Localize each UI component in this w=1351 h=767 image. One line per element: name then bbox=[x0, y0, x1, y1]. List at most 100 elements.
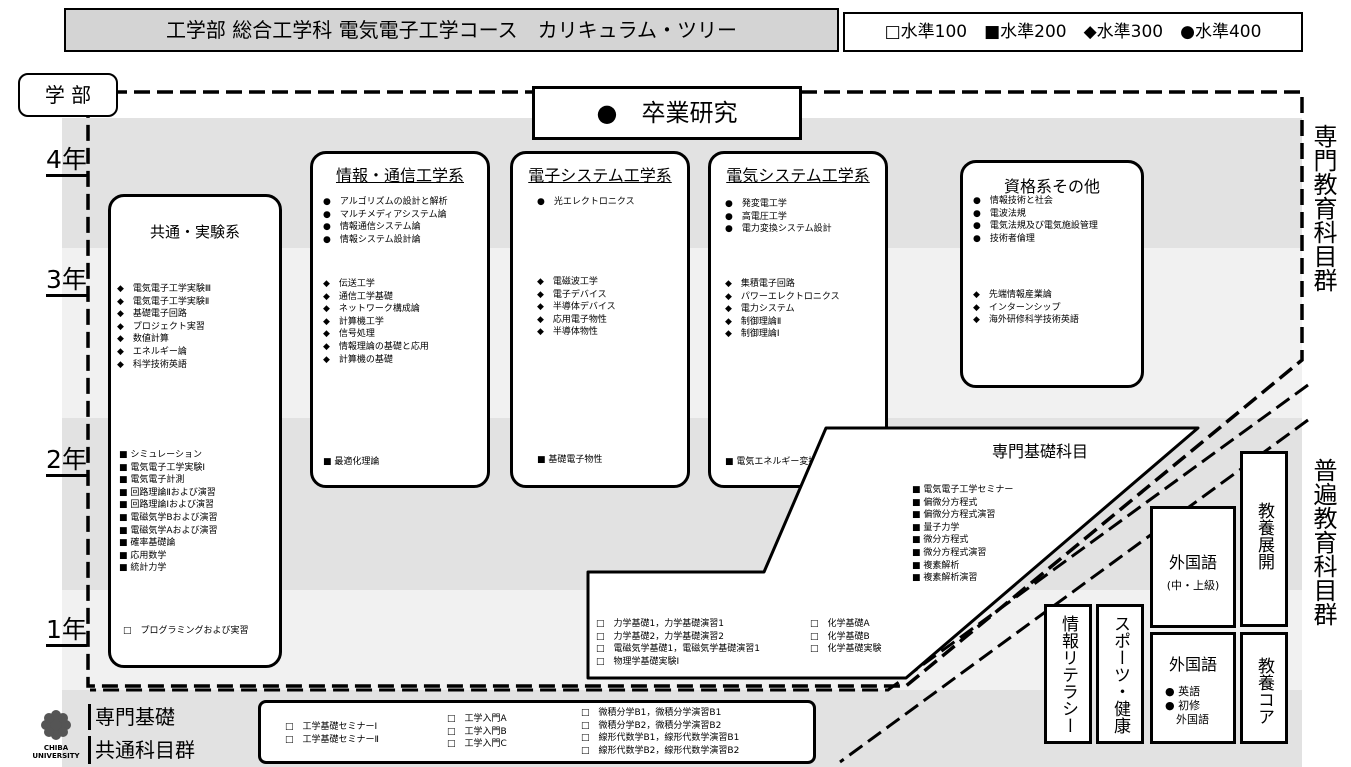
list-item: ● 光エレクトロニクス bbox=[537, 197, 635, 207]
list-item: ● 情報通信システム論 bbox=[323, 222, 421, 233]
list-item: ■ 偏微分方程式 bbox=[912, 497, 978, 508]
list-item: ◆ インターンシップ bbox=[973, 302, 1061, 313]
list-item: ◆ 科学技術英語 bbox=[117, 359, 187, 370]
info-literacy-box: 情報リテラシー bbox=[1044, 604, 1092, 744]
list-item: □ 力学基礎2，力学基礎演習2 bbox=[596, 631, 724, 642]
list-item: ● アルゴリズムの設計と解析 bbox=[323, 197, 448, 207]
list-item: ◆ 電力システム bbox=[725, 304, 795, 315]
list-item: ● 情報技術と社会 bbox=[973, 196, 1053, 206]
info-year4-list: ● アルゴリズムの設計と解析 ● マルチメディアシステム論 ● 情報通信システム… bbox=[323, 196, 448, 246]
chiba-flower-icon bbox=[41, 710, 71, 740]
list-item: ■ シミュレーション bbox=[119, 450, 203, 460]
electronic-year4-list: ● 光エレクトロニクス bbox=[537, 196, 635, 209]
list-item: ● 電力変換システム設計 bbox=[725, 224, 832, 235]
foreign-language-upper-label: 外国語 bbox=[1168, 553, 1217, 572]
header-title-text: 工学部 総合工学科 電気電子工学コース カリキュラム・ツリー bbox=[165, 18, 738, 42]
list-item: ● 技術者倫理 bbox=[973, 233, 1035, 244]
chiba-university-logo: CHIBA UNIVERSITY bbox=[30, 710, 82, 766]
list-item: ■ 基礎電子物性 bbox=[537, 455, 603, 465]
list-item: □ 物理学基礎実験Ⅰ bbox=[596, 656, 680, 667]
level-legend-text: □水準100 ■水準200 ◆水準300 ●水準400 bbox=[884, 22, 1262, 42]
qualification-year3-list: ◆ 先端情報産業論 ◆ インターンシップ ◆ 海外研修科学技術英語 bbox=[973, 289, 1079, 327]
liberal-core-box: 教養コア bbox=[1240, 632, 1288, 744]
list-item: ■ 複素解析演習 bbox=[912, 573, 978, 584]
list-item: ■ 回路理論Ⅰおよび演習 bbox=[119, 500, 215, 511]
list-item: □ 化学基礎A bbox=[810, 619, 870, 629]
list-item: ◆ 電気電子工学実験Ⅱ bbox=[117, 296, 210, 307]
year-label-3: 3年 bbox=[46, 266, 87, 297]
info-comm-title: 情報・通信工学系 bbox=[335, 166, 464, 185]
common-foundation-label-1: 専門基礎 bbox=[88, 704, 175, 730]
list-item: 外国語 bbox=[1165, 713, 1209, 726]
electric-systems-title: 電気システム工学系 bbox=[726, 166, 870, 185]
graduation-research-label: ● 卒業研究 bbox=[596, 99, 738, 127]
list-item: ◆ 応用電子物性 bbox=[537, 314, 607, 325]
graduation-research-box: ● 卒業研究 bbox=[532, 86, 802, 140]
common-foundation-col1: □ 工学基礎セミナーⅠ □ 工学基礎セミナーⅡ bbox=[285, 721, 379, 746]
foreign-language-list: ● 英語 ● 初修 外国語 bbox=[1165, 685, 1233, 727]
foreign-language-label: 外国語 bbox=[1168, 655, 1217, 674]
electric-year4-list: ● 発変電工学 ● 高電圧工学 ● 電力変換システム設計 bbox=[725, 198, 832, 236]
list-item: ◆ 先端情報産業論 bbox=[973, 290, 1052, 300]
list-item: ◆ 制御理論Ⅰ bbox=[725, 329, 780, 340]
common-year1-list: □ プログラミングおよび実習 bbox=[123, 625, 249, 638]
list-item: ◆ エネルギー論 bbox=[117, 346, 187, 357]
list-item: □ 工学基礎セミナーⅠ bbox=[285, 722, 378, 732]
chiba-university-text: CHIBA UNIVERSITY bbox=[32, 744, 80, 760]
list-item: ◆ 数値計算 bbox=[117, 334, 169, 345]
info-comm-column: 情報・通信工学系 ● アルゴリズムの設計と解析 ● マルチメディアシステム論 ●… bbox=[310, 151, 490, 488]
common-foundation-label-2: 共通科目群 bbox=[88, 736, 195, 764]
year-label-1: 1年 bbox=[46, 616, 87, 647]
list-item: □ 微積分学B1，微積分学演習B1 bbox=[581, 708, 722, 718]
sports-health-label: スポーツ・健康 bbox=[1110, 615, 1130, 734]
list-item: □ 工学入門B bbox=[447, 726, 507, 737]
list-item: ■ 電磁気学Bおよび演習 bbox=[119, 512, 218, 523]
list-item: ■ 統計力学 bbox=[119, 563, 167, 574]
list-item: ◆ 海外研修科学技術英語 bbox=[973, 315, 1079, 326]
common-foundation-label-1-text: 専門基礎 bbox=[95, 705, 175, 729]
specialized-foundation-title: 専門基礎科目 bbox=[991, 442, 1088, 461]
specialized-foundation-year1-list-a: □ 力学基礎1，力学基礎演習1 □ 力学基礎2，力学基礎演習2 □ 電磁気学基礎… bbox=[596, 618, 760, 668]
list-item: □ 線形代数学B2，線形代数学演習B2 bbox=[581, 745, 740, 756]
list-item: ■ 最適化理論 bbox=[323, 457, 380, 467]
list-item: ● 情報システム設計論 bbox=[323, 234, 421, 245]
list-item: □ 化学基礎B bbox=[810, 631, 870, 642]
list-item: ■ 電磁気学Aおよび演習 bbox=[119, 525, 218, 536]
year-label-2: 2年 bbox=[46, 446, 87, 477]
general-group-label: 普遍教育科目群 bbox=[1309, 458, 1337, 626]
list-item: ● 電波法規 bbox=[973, 208, 1026, 219]
list-item: ◆ 通信工学基礎 bbox=[323, 291, 393, 302]
list-item: ◆ 集積電子回路 bbox=[725, 279, 795, 289]
common-experiment-column: 共通・実験系 ◆ 電気電子工学実験Ⅲ ◆ 電気電子工学実験Ⅱ ◆ 基礎電子回路 … bbox=[108, 194, 282, 668]
list-item: ◆ 電子デバイス bbox=[537, 289, 607, 300]
list-item: □ 工学入門C bbox=[447, 739, 507, 750]
qualification-title: 資格系その他 bbox=[1003, 177, 1100, 196]
info-literacy-label: 情報リテラシー bbox=[1058, 615, 1078, 734]
list-item: ■ 偏微分方程式演習 bbox=[912, 510, 996, 521]
header-title: 工学部 総合工学科 電気電子工学コース カリキュラム・ツリー bbox=[64, 8, 839, 52]
info-year3-list: ◆ 伝送工学 ◆ 通信工学基礎 ◆ ネットワーク構成論 ◆ 計算機工学 ◆ 信号… bbox=[323, 278, 429, 366]
list-item: ■ 電気電子計測 bbox=[119, 475, 185, 486]
common-foundation-label-2-text: 共通科目群 bbox=[95, 738, 195, 762]
faculty-label-text: 学 部 bbox=[44, 83, 92, 107]
electronic-systems-title: 電子システム工学系 bbox=[528, 166, 672, 185]
list-item: ◆ プロジェクト実習 bbox=[117, 321, 205, 332]
specialized-foundation-year2-list: ■ 電気電子工学セミナー ■ 偏微分方程式 ■ 偏微分方程式演習 ■ 量子力学 … bbox=[912, 484, 1013, 585]
electronic-year2-list: ■ 基礎電子物性 bbox=[537, 454, 602, 467]
qualification-column: 資格系その他 ● 情報技術と社会 ● 電波法規 ● 電気法規及び電気施設管理 ●… bbox=[960, 160, 1144, 388]
qualification-year4-list: ● 情報技術と社会 ● 電波法規 ● 電気法規及び電気施設管理 ● 技術者倫理 bbox=[973, 195, 1098, 245]
info-year2-list: ■ 最適化理論 bbox=[323, 456, 379, 469]
common-year3-list: ◆ 電気電子工学実験Ⅲ ◆ 電気電子工学実験Ⅱ ◆ 基礎電子回路 ◆ プロジェク… bbox=[117, 283, 211, 371]
list-item: ■ 複素解析 bbox=[912, 560, 960, 571]
common-foundation-box: □ 工学基礎セミナーⅠ □ 工学基礎セミナーⅡ □ 工学入門A □ 工学入門B … bbox=[258, 700, 816, 764]
list-item: ■ 回路理論Ⅱおよび演習 bbox=[119, 487, 216, 498]
list-item: ◆ 伝送工学 bbox=[323, 279, 375, 289]
list-item: ◆ 信号処理 bbox=[323, 329, 375, 340]
common-year2-list: ■ シミュレーション ■ 電気電子工学実験Ⅰ ■ 電気電子計測 ■ 回路理論Ⅱお… bbox=[119, 449, 218, 575]
list-item: □ 線形代数学B1，線形代数学演習B1 bbox=[581, 733, 740, 744]
list-item: ◆ 電気電子工学実験Ⅲ bbox=[117, 284, 212, 294]
list-item: ● マルチメディアシステム論 bbox=[323, 209, 447, 220]
electronic-year3-list: ◆ 電磁波工学 ◆ 電子デバイス ◆ 半導体デバイス ◆ 応用電子物性 ◆ 半導… bbox=[537, 276, 616, 339]
